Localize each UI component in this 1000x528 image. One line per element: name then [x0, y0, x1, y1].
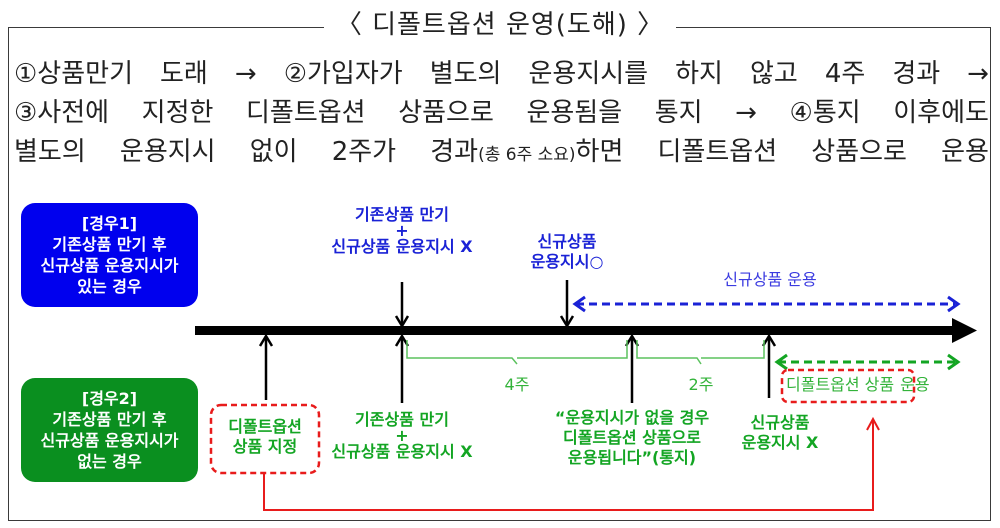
case1-maturity-label: 기존상품 만기 + 신규상품 운용지시 X [331, 205, 473, 256]
case1-maturity-down-arrow [394, 282, 410, 329]
case2-maturity-label: 기존상품 만기 + 신규상품 운용지시 X [331, 410, 473, 461]
case1-new-instruction-label: 신규상품 운용지시○ [530, 232, 604, 271]
period-4-weeks-label: 4주 [504, 375, 530, 394]
no-instruction-label: 신규상품 운용지시 X [741, 413, 819, 452]
case2-default-operation-dashed-arrow [774, 353, 961, 371]
case1-new-operation-label: 신규상품 운용 [723, 270, 817, 289]
default-designation-dashed-box [209, 403, 321, 475]
case2-default-designation-up-arrow [258, 333, 274, 400]
process-steps: ①상품만기 도래 → ②가입자가 별도의 운용지시를 하지 않고 4주 경과 →… [14, 55, 989, 175]
diagram-title-wrapper: 〈 디폴트옵션 운영(도해) 〉 [0, 4, 1000, 41]
case2-box: [경우2] 기존상품 만기 후 신규상품 운용지시가 없는 경우 [21, 378, 198, 482]
default-designation-label: 디폴트옵션 상품 지정 [228, 417, 302, 456]
diagram-title: 〈 디폴트옵션 운영(도해) 〉 [323, 10, 677, 40]
notice-label: “운용지시가 없을 경우 디폴트옵션 상품으로 운용됩니다”(통지) [554, 408, 710, 467]
period-2-weeks-label: 2주 [688, 375, 714, 394]
case1-new-instruction-down-arrow [559, 280, 575, 329]
default-product-dashed-box [780, 368, 916, 404]
case1-box: [경우1] 기존상품 만기 후 신규상품 운용지시가 있는 경우 [21, 203, 198, 307]
bracket-2-weeks [636, 340, 765, 365]
case2-notice-up-arrow [624, 333, 640, 403]
steps-line-1: ①상품만기 도래 → ②가입자가 별도의 운용지시를 하지 않고 4주 경과 → [14, 59, 989, 89]
case1-new-operation-dashed-arrow [572, 295, 961, 313]
default-connector-red-arrow [263, 416, 880, 511]
case2-no-instruction-up-arrow [761, 333, 777, 398]
bracket-4-weeks [406, 340, 628, 365]
steps-line-3: 별도의 운용지시 없이 2주가 경과(총 6주 소요)하면 디폴트옵션 상품으로… [14, 137, 989, 167]
case2-maturity-up-arrow [394, 333, 410, 403]
steps-line-2: ③사전에 지정한 디폴트옵션 상품으로 운용됨을 통지 → ④통지 이후에도 [14, 98, 989, 128]
total-duration-note: (총 6주 소요) [478, 145, 576, 165]
main-timeline-arrow [195, 318, 977, 343]
